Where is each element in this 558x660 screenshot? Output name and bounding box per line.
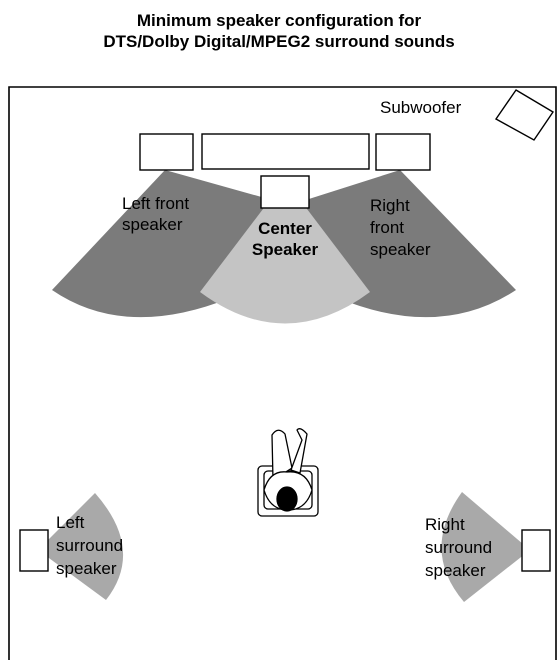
right-surround-speaker-label-line-1: Right [425, 515, 465, 534]
center-speaker [260, 175, 310, 209]
left-surround-speaker [19, 529, 49, 572]
right-front-speaker-label-line-1: Right [370, 196, 410, 215]
subwoofer [494, 89, 554, 141]
center-speaker-cone [200, 180, 370, 324]
left-front-speaker [139, 133, 194, 171]
right-surround-speaker [521, 529, 551, 572]
left-surround-speaker-label-line-2: surround [56, 536, 124, 555]
subwoofer-label: Subwoofer [380, 98, 462, 117]
center-speaker-label-line-1: Center [258, 219, 312, 238]
center-speaker-label-line-2: Speaker [251, 240, 319, 259]
right-surround-speaker-label-line-3: speaker [425, 561, 486, 580]
left-surround-speaker-label-line-3: speaker [56, 559, 117, 578]
left-surround-speaker-cone [38, 493, 124, 600]
listener-in-chair [257, 428, 319, 517]
diagram-title-line-1: Minimum speaker configuration for [136, 11, 422, 30]
tv-screen [201, 133, 370, 170]
right-front-speaker [375, 133, 431, 171]
room-outline [8, 86, 557, 660]
left-front-speaker-label-line-2: speaker [122, 215, 183, 234]
diagram-title-line-2: DTS/Dolby Digital/MPEG2 surround sounds [103, 32, 455, 51]
right-surround-speaker-cone [441, 492, 530, 602]
left-front-speaker-label-line-1: Left front [122, 194, 190, 213]
right-front-speaker-label-line-2: front [370, 218, 405, 237]
right-front-speaker-label-line-3: speaker [370, 240, 431, 259]
left-surround-speaker-label-line-1: Left [56, 513, 85, 532]
right-surround-speaker-label-line-2: surround [425, 538, 493, 557]
